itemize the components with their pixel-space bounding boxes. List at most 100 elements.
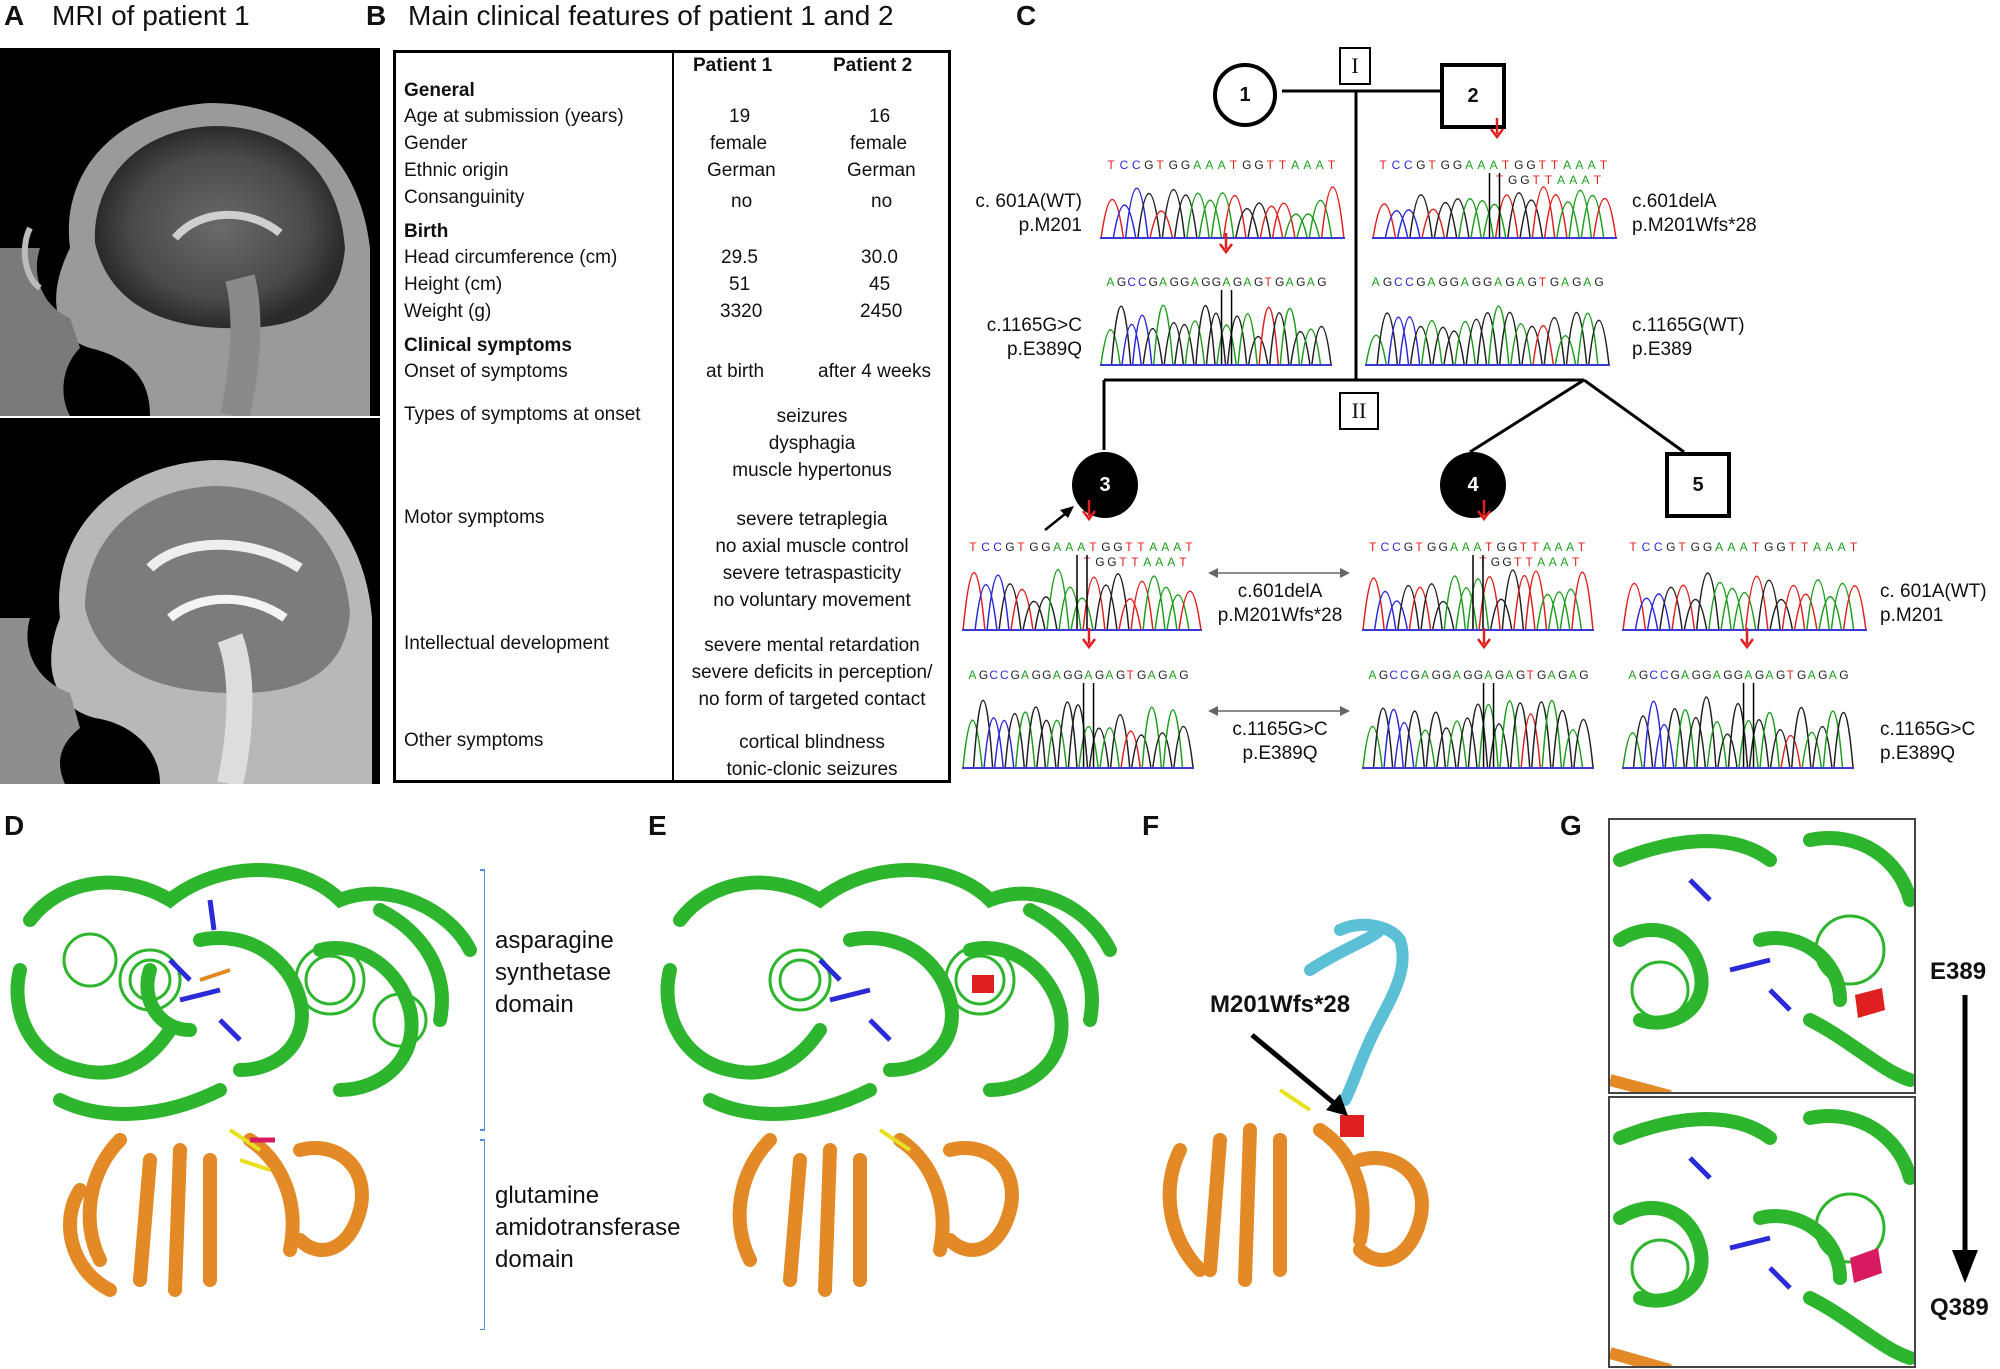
chromatogram-peak	[1720, 588, 1745, 630]
chromatogram-peak	[1509, 702, 1531, 768]
chromatogram-peak	[1173, 726, 1194, 768]
chromatogram-peak	[1541, 699, 1563, 768]
chromatogram-peak	[1058, 586, 1082, 630]
chromatogram-peak	[1384, 210, 1409, 238]
chromatogram-peak	[1036, 719, 1057, 768]
chromatogram-peak	[1499, 311, 1521, 365]
chromatogram-peak	[1374, 591, 1397, 630]
chromatogram-peak	[1131, 734, 1152, 768]
chromatogram-peak	[1004, 713, 1025, 768]
chromatogram-peak	[1372, 707, 1394, 768]
other-v2: tonic-clonic seizures	[726, 759, 898, 780]
chromatogram-peak	[1210, 192, 1235, 238]
chromatogram-peak	[1290, 330, 1311, 365]
chromatogram-peak	[1112, 204, 1137, 238]
chromatogram-peak	[1531, 701, 1552, 768]
chromatogram-peak	[1099, 727, 1120, 768]
chromatogram-peak	[1118, 597, 1142, 630]
chromatogram-peak	[1247, 202, 1272, 238]
cell-ethnic-p2: German	[847, 160, 916, 181]
chromatogram-peak	[1696, 696, 1717, 768]
panel-label-e: E	[648, 810, 667, 841]
chromatogram-peak	[1161, 188, 1186, 238]
chromatogram-peak	[1057, 701, 1078, 768]
chromatogram-peak	[1806, 579, 1830, 630]
chromatogram-peak	[1695, 572, 1720, 630]
cell-ethnic-p1: German	[707, 160, 776, 181]
chromatogram-peak	[1205, 312, 1227, 365]
types-v3: muscle hypertonus	[732, 460, 892, 481]
chromatogram-peak	[1543, 316, 1566, 365]
chromatogram-peak	[1781, 584, 1806, 630]
chromatogram-peak	[1580, 195, 1605, 238]
chromatogram-peak	[1556, 201, 1580, 238]
chromatogram-peak	[1015, 711, 1036, 768]
pedigree-lines	[1044, 89, 1685, 716]
col-header-patient-1: Patient 1	[693, 55, 773, 76]
chromatogram-peak	[1622, 732, 1643, 768]
chromatogram-peak	[1425, 711, 1447, 768]
structure-mutant-domains	[660, 863, 1117, 1297]
chromatogram-peak	[1818, 596, 1843, 630]
chromatogram-peak	[1137, 192, 1161, 238]
chromatogram-peak	[993, 719, 1015, 768]
chromatogram-peak	[1149, 210, 1174, 238]
row-label-types: Types of symptoms at onset	[404, 404, 641, 425]
chromatogram-peak	[1415, 729, 1436, 768]
motor-v1: severe tetraplegia	[736, 509, 888, 530]
chromatogram-peak	[1467, 703, 1489, 768]
chromatogram-peak	[1830, 582, 1855, 630]
chromatogram-peak	[1154, 586, 1178, 630]
chromatogram-peak	[1548, 591, 1571, 630]
chromatogram-peak	[1235, 207, 1259, 238]
chromatogram-peak	[1842, 585, 1867, 630]
chromatogram-peak	[1759, 712, 1780, 768]
chromatogram-peak	[1195, 305, 1216, 365]
chromatogram-peak	[1163, 322, 1185, 365]
chromatogram-peak	[1022, 600, 1046, 630]
chromatogram-peak	[1748, 719, 1770, 768]
chromatogram-peak	[1385, 600, 1408, 630]
chromatogram-peak	[1279, 308, 1301, 365]
motor-v2: no axial muscle control	[715, 536, 909, 557]
chromatogram-peak	[1465, 318, 1488, 365]
types-v2: dysphagia	[768, 433, 856, 454]
chromatogram-peak	[1494, 194, 1519, 238]
chromatogram-peak	[1088, 727, 1110, 768]
chromatogram-peak	[1478, 703, 1499, 768]
chromatogram-peak	[1067, 704, 1089, 768]
chromatogram-peak	[1769, 598, 1794, 630]
chromatogram-peak	[1643, 700, 1664, 768]
chromatogram-peak	[1470, 200, 1495, 238]
chromatogram-peak	[1822, 710, 1844, 768]
variant-arrow-icon	[1490, 118, 1504, 140]
panel-label-b: B	[366, 0, 387, 31]
chromatogram-peak	[1738, 720, 1759, 768]
chromatogram-peak	[1421, 320, 1443, 365]
panel-label-a: A	[4, 0, 25, 31]
motor-v3: severe tetraspasticity	[722, 563, 902, 584]
cell-age-p1: 19	[729, 106, 751, 127]
chromatogram-peak	[1362, 577, 1385, 630]
individual-3-affected-female: 3	[1072, 452, 1138, 518]
chromatogram-peak	[1513, 575, 1536, 630]
chromatogram-peak	[1078, 726, 1099, 768]
chromatogram-peak	[1632, 715, 1654, 768]
chromatogram-peak	[1659, 586, 1683, 630]
mri-sagittal-t1	[0, 48, 380, 416]
cell-weight-p1: 3320	[720, 301, 763, 322]
chromatogram-peak	[1070, 597, 1094, 630]
chromatogram-peak	[1499, 700, 1520, 768]
chromatogram-peak	[1507, 192, 1531, 238]
label-q389: Q389	[1930, 1294, 1989, 1321]
chromatogram-peak	[1683, 598, 1708, 630]
chromatogram-peak	[1543, 194, 1568, 238]
cell-onset-p1: at birth	[706, 361, 765, 382]
structure-truncated-protein	[1162, 918, 1429, 1287]
cell-motor-merged: severe tetraplegia no axial muscle contr…	[676, 506, 948, 614]
cell-head-p1: 29.5	[721, 247, 758, 268]
